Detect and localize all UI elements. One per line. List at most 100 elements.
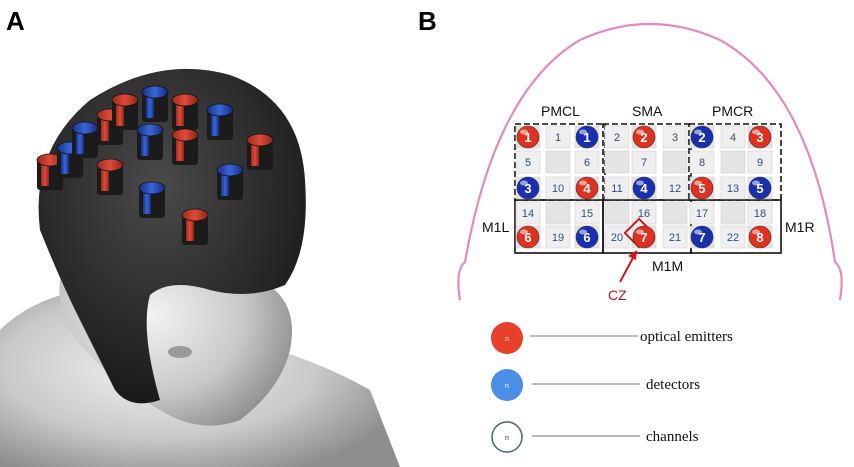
detector-7: 7 bbox=[690, 225, 714, 249]
fnirs-cap-illustration bbox=[0, 68, 400, 467]
cylinder-stripe bbox=[211, 114, 219, 136]
emitter-highlight bbox=[579, 180, 587, 186]
panel-b-label: B bbox=[418, 6, 437, 36]
cylinder-stripe bbox=[116, 104, 124, 126]
detector-1: 1 bbox=[575, 125, 599, 149]
grid-cell bbox=[515, 201, 541, 225]
detector-cylinder bbox=[71, 121, 99, 158]
emitter-number: 7 bbox=[640, 230, 647, 245]
grid-cell bbox=[720, 176, 746, 200]
channel-label-5: 5 bbox=[525, 157, 531, 169]
legend-emitter-label: optical emitters bbox=[640, 329, 733, 345]
detector-number: 3 bbox=[524, 181, 531, 196]
legend-emitter-icon-letter: n bbox=[505, 336, 509, 343]
grid-cell bbox=[545, 176, 571, 200]
legend: n optical emitters n detectors n channel… bbox=[491, 322, 733, 453]
emitter-5: 5 bbox=[690, 176, 714, 200]
detector-highlight bbox=[579, 129, 587, 135]
emitter-number: 2 bbox=[640, 130, 647, 145]
emitter-cylinder bbox=[181, 208, 209, 245]
emitter-number: 1 bbox=[524, 130, 531, 145]
cylinder-top bbox=[141, 85, 169, 99]
grid-cell bbox=[720, 225, 746, 249]
cylinder-top bbox=[216, 163, 244, 177]
legend-channel-icon bbox=[491, 421, 523, 453]
detector-number: 2 bbox=[698, 130, 705, 145]
cylinder-top bbox=[136, 123, 164, 137]
emitter-highlight bbox=[752, 129, 760, 135]
emitter-number: 8 bbox=[756, 230, 763, 245]
legend-channel-icon-letter: n bbox=[505, 435, 509, 442]
pmcr-box bbox=[688, 123, 782, 201]
grid-cell bbox=[662, 201, 688, 225]
emitter-number: 6 bbox=[524, 230, 531, 245]
cylinder-top bbox=[171, 128, 199, 142]
cylinder-stripe bbox=[143, 192, 151, 214]
cylinder-stripe bbox=[41, 164, 49, 186]
optode-cylinders bbox=[36, 85, 274, 245]
emitter-2: 2 bbox=[632, 125, 656, 149]
channel-label-12: 12 bbox=[669, 183, 681, 195]
grid-cell bbox=[662, 150, 688, 174]
detector-number: 1 bbox=[583, 130, 590, 145]
cz-label: CZ bbox=[608, 287, 627, 303]
cylinder-top bbox=[246, 133, 274, 147]
region-label-pmcr: PMCR bbox=[712, 103, 753, 119]
cylinder-stripe bbox=[251, 144, 259, 166]
detector-highlight bbox=[520, 180, 528, 186]
grid-cell bbox=[545, 201, 571, 225]
channel-label-11: 11 bbox=[611, 183, 622, 195]
channel-label-7: 7 bbox=[641, 157, 647, 169]
channel-label-21: 21 bbox=[669, 232, 681, 244]
detector-highlight bbox=[579, 229, 587, 235]
legend-channel-label: channels bbox=[646, 429, 699, 445]
emitter-cylinder bbox=[246, 133, 274, 170]
detector-3: 3 bbox=[516, 176, 540, 200]
channel-label-19: 19 bbox=[552, 232, 564, 244]
grid-cell bbox=[720, 125, 746, 149]
detector-5: 5 bbox=[748, 176, 772, 200]
emitter-highlight bbox=[520, 129, 528, 135]
detector-cylinder bbox=[206, 103, 234, 140]
cylinder-top bbox=[171, 93, 199, 107]
detector-number: 4 bbox=[640, 181, 648, 196]
grid-cell bbox=[604, 176, 630, 200]
cylinder-top bbox=[206, 103, 234, 117]
channel-label-14: 14 bbox=[522, 208, 534, 220]
emitter-cylinder bbox=[36, 153, 64, 190]
grid-cell bbox=[720, 150, 746, 174]
grid-cell bbox=[545, 125, 571, 149]
emitter-highlight bbox=[636, 129, 644, 135]
channel-label-4: 4 bbox=[730, 132, 736, 144]
grid-cell bbox=[662, 225, 688, 249]
grid-cell bbox=[545, 150, 571, 174]
emitter-cylinder bbox=[171, 128, 199, 165]
emitter-cylinder bbox=[111, 93, 139, 130]
detector-4: 4 bbox=[632, 176, 656, 200]
cylinder-stripe bbox=[176, 139, 184, 161]
emitter-6: 6 bbox=[516, 225, 540, 249]
grid-cell bbox=[574, 150, 600, 174]
cylinder-top bbox=[181, 208, 209, 222]
detector-cylinder bbox=[216, 163, 244, 200]
grid-cell bbox=[689, 150, 715, 174]
channel-label-8: 8 bbox=[699, 157, 705, 169]
region-label-m1r: M1R bbox=[785, 219, 815, 235]
channel-label-22: 22 bbox=[727, 232, 739, 244]
grid-cell bbox=[604, 150, 630, 174]
detector-highlight bbox=[694, 229, 702, 235]
emitter-number: 5 bbox=[698, 181, 705, 196]
region-label-sma: SMA bbox=[632, 103, 663, 119]
cylinder-stripe bbox=[101, 119, 109, 141]
grid-cell bbox=[604, 125, 630, 149]
panel-a-label: A bbox=[6, 6, 25, 36]
channel-label-2: 2 bbox=[614, 132, 620, 144]
region-label-pmcl: PMCL bbox=[541, 103, 580, 119]
cylinder-stripe bbox=[146, 96, 154, 118]
cylinder-stripe bbox=[141, 134, 149, 156]
channel-label-17: 17 bbox=[696, 208, 708, 220]
channel-label-3: 3 bbox=[672, 132, 678, 144]
detector-highlight bbox=[752, 180, 760, 186]
grid-cell bbox=[545, 225, 571, 249]
